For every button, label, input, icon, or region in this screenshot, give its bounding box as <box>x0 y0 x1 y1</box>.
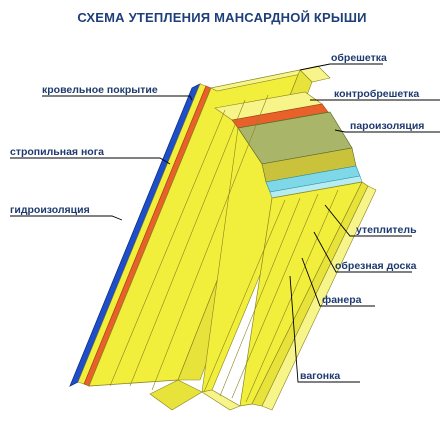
label-fanera: фанера <box>322 294 362 306</box>
label-vagonka: вагонка <box>300 370 340 382</box>
label-obreznaya: обрезная доска <box>335 260 417 272</box>
board-line <box>203 199 286 393</box>
label-gidroizolyaciya: гидроизоляция <box>10 204 90 216</box>
leader-vagonka <box>289 275 360 383</box>
label-krovelnoe: кровельное покрытие <box>42 84 158 96</box>
leader-obreznaya <box>313 231 412 273</box>
board-line <box>109 109 226 387</box>
leader-krovelnoe <box>42 95 193 101</box>
label-stropilnaya: стропильная нога <box>10 146 104 158</box>
board-line <box>245 189 339 403</box>
label-paroizolyaciya: пароизоляция <box>350 120 424 132</box>
board-line <box>129 99 246 387</box>
leader-stropilnaya <box>10 157 171 165</box>
leader-obreshetka <box>299 63 383 71</box>
leader-gidroizolyaciya <box>10 215 123 221</box>
board-line <box>151 94 269 391</box>
label-kontrobreshetka: контробрешетка <box>334 88 419 100</box>
leader-paroizolyaciya <box>334 129 440 133</box>
leader-uteplitel <box>324 204 412 237</box>
label-obreshetka: обрешетка <box>331 52 387 64</box>
board-line <box>231 193 319 399</box>
stack-face-2 <box>149 379 203 411</box>
lining-layer <box>261 185 377 411</box>
label-uteplitel: утеплитель <box>356 224 417 236</box>
leader-fanera <box>301 257 375 307</box>
diagram-title: СХЕМА УТЕПЛЕНИЯ МАНСАРДНОЙ КРЫШИ <box>77 10 367 25</box>
stack-face-1 <box>201 389 241 411</box>
board-line <box>219 197 301 397</box>
